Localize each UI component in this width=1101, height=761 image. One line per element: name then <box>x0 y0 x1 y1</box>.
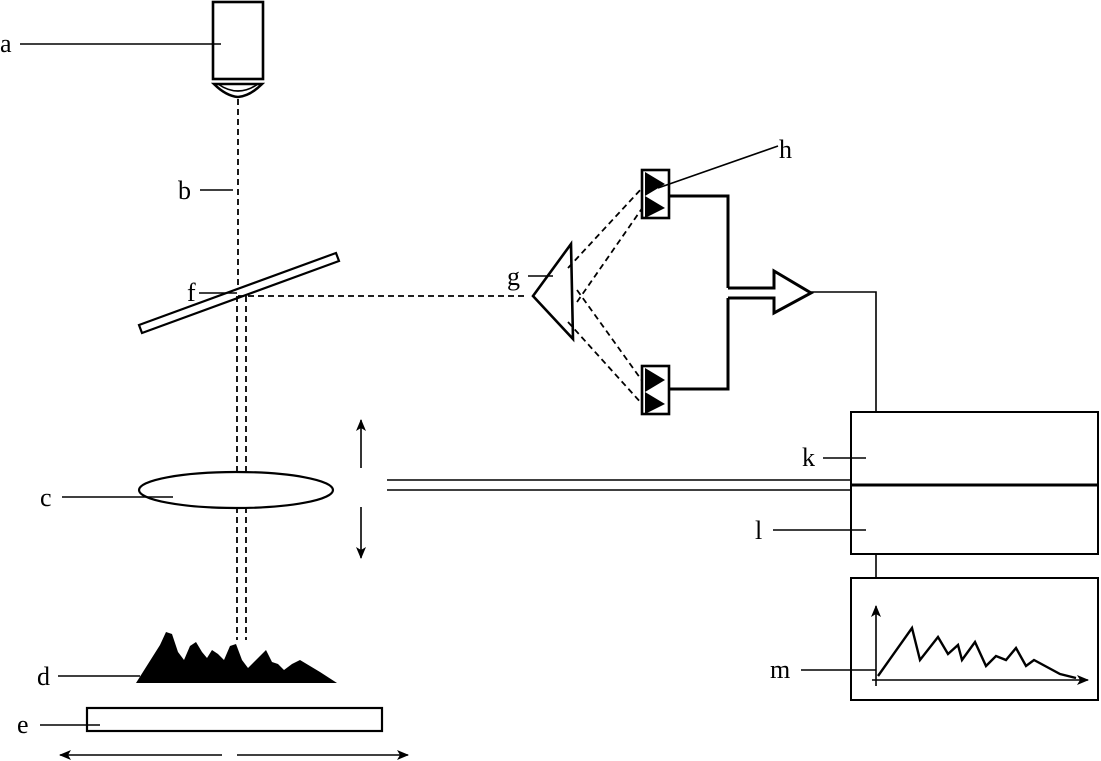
photodetector-bottom <box>640 364 671 416</box>
label-e: e <box>17 710 29 739</box>
control-unit <box>850 411 1099 555</box>
amp-output-wire <box>811 291 877 412</box>
focused-beam <box>236 296 247 640</box>
sample-stage <box>85 706 384 733</box>
amplifier-triangle-icon <box>728 268 815 316</box>
sample-surface <box>136 632 337 683</box>
label-a: a <box>0 29 12 58</box>
label-b: b <box>178 176 191 205</box>
light-source <box>210 0 266 99</box>
dispersed-beams <box>567 186 644 406</box>
label-g: g <box>507 262 520 291</box>
leader-h <box>657 145 779 189</box>
wire-top <box>669 194 730 288</box>
label-l: l <box>755 516 762 545</box>
label-m: m <box>770 655 790 684</box>
beam-splitter <box>137 251 341 335</box>
label-h: h <box>779 135 792 164</box>
photodetector-top <box>640 168 671 220</box>
label-f: f <box>187 278 196 307</box>
label-d: d <box>37 662 50 691</box>
wire-bottom <box>669 298 730 391</box>
focusing-lens <box>137 470 335 510</box>
signal-display <box>850 577 1099 701</box>
dispersion-prism <box>531 240 575 343</box>
display-signal-trace <box>877 625 1077 680</box>
label-c: c <box>40 483 52 512</box>
label-k: k <box>802 443 815 472</box>
